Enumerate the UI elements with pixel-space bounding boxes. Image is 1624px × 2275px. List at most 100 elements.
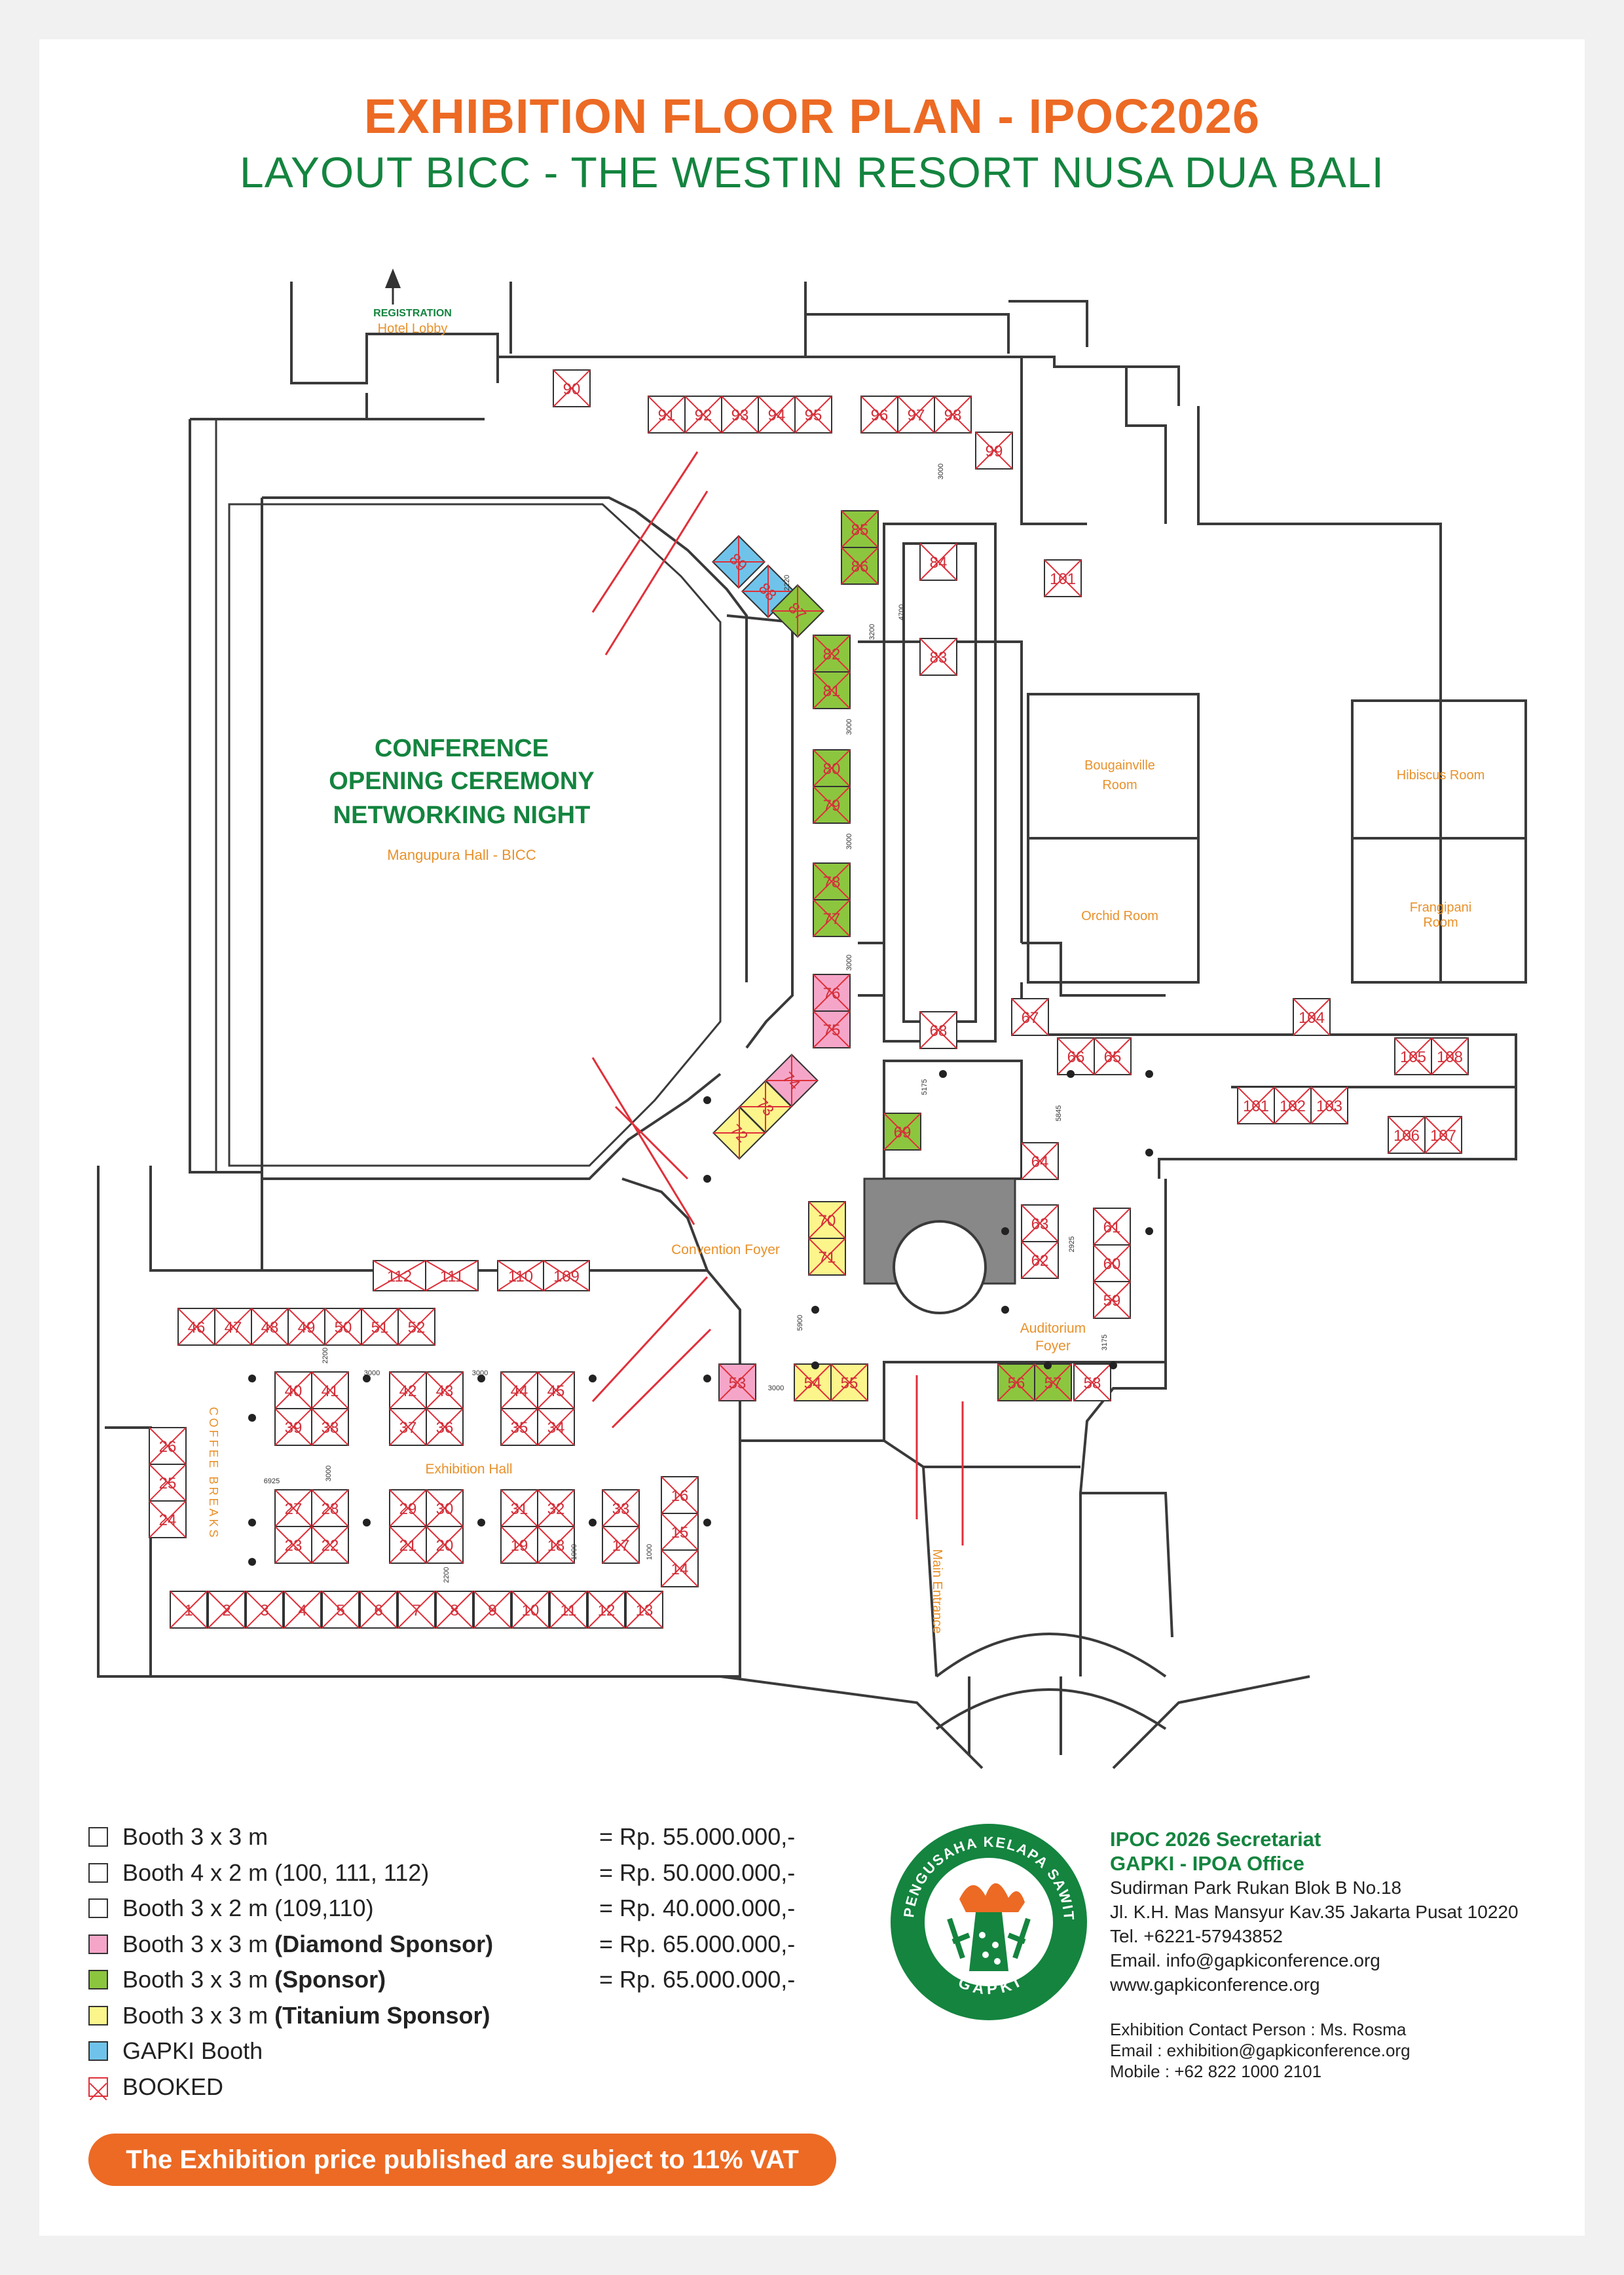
booth-57[interactable]: 57 [1034, 1363, 1072, 1401]
booth-107[interactable]: 107 [1424, 1116, 1462, 1154]
booth-47[interactable]: 47 [214, 1308, 252, 1346]
booth-33[interactable]: 33 [602, 1489, 640, 1527]
booth-62[interactable]: 62 [1021, 1241, 1059, 1279]
booth-73[interactable]: 73 [738, 1079, 793, 1134]
booth-29[interactable]: 29 [389, 1489, 427, 1527]
booth-99[interactable]: 99 [975, 432, 1013, 470]
booth-1[interactable]: 1 [170, 1591, 208, 1629]
booth-90[interactable]: 90 [553, 369, 591, 407]
booth-20[interactable]: 20 [426, 1526, 464, 1564]
booth-41[interactable]: 41 [311, 1371, 349, 1409]
booth-36[interactable]: 36 [426, 1408, 464, 1446]
booth-102[interactable]: 102 [1274, 1086, 1312, 1124]
booth-103[interactable]: 103 [1310, 1086, 1348, 1124]
booth-95[interactable]: 95 [794, 396, 832, 434]
booth-59[interactable]: 59 [1093, 1281, 1131, 1319]
booth-4[interactable]: 4 [284, 1591, 322, 1629]
booth-81[interactable]: 81 [813, 671, 851, 709]
booth-83[interactable]: 83 [919, 638, 957, 676]
booth-89[interactable]: 89 [711, 534, 766, 589]
booth-48[interactable]: 48 [251, 1308, 289, 1346]
booth-24[interactable]: 24 [149, 1500, 187, 1538]
booth-92[interactable]: 92 [684, 396, 722, 434]
booth-98[interactable]: 98 [934, 396, 972, 434]
booth-70[interactable]: 70 [808, 1201, 846, 1239]
booth-37[interactable]: 37 [389, 1408, 427, 1446]
booth-67[interactable]: 67 [1011, 998, 1049, 1036]
booth-96[interactable]: 96 [860, 396, 898, 434]
booth-31[interactable]: 31 [500, 1489, 538, 1527]
booth-54[interactable]: 54 [794, 1363, 832, 1401]
booth-42[interactable]: 42 [389, 1371, 427, 1409]
booth-16[interactable]: 16 [661, 1476, 699, 1514]
booth-76[interactable]: 76 [813, 974, 851, 1012]
booth-19[interactable]: 19 [500, 1526, 538, 1564]
booth-52[interactable]: 52 [397, 1308, 435, 1346]
booth-40[interactable]: 40 [274, 1371, 312, 1409]
booth-25[interactable]: 25 [149, 1464, 187, 1502]
booth-39[interactable]: 39 [274, 1408, 312, 1446]
booth-12[interactable]: 12 [587, 1591, 625, 1629]
booth-11[interactable]: 11 [549, 1591, 587, 1629]
booth-61[interactable]: 61 [1093, 1208, 1131, 1246]
booth-49[interactable]: 49 [287, 1308, 325, 1346]
booth-109[interactable]: 109 [543, 1260, 590, 1291]
booth-10[interactable]: 10 [511, 1591, 549, 1629]
booth-106[interactable]: 106 [1388, 1116, 1426, 1154]
booth-110[interactable]: 110 [497, 1260, 544, 1291]
booth-8[interactable]: 8 [435, 1591, 473, 1629]
booth-21[interactable]: 21 [389, 1526, 427, 1564]
booth-101[interactable]: 101 [1237, 1086, 1275, 1124]
booth-108[interactable]: 108 [1431, 1037, 1469, 1075]
booth-97[interactable]: 97 [897, 396, 935, 434]
booth-93[interactable]: 93 [721, 396, 759, 434]
booth-35[interactable]: 35 [500, 1408, 538, 1446]
booth-14[interactable]: 14 [661, 1549, 699, 1587]
booth-111[interactable]: 111 [425, 1260, 479, 1291]
booth-28[interactable]: 28 [311, 1489, 349, 1527]
booth-46[interactable]: 46 [177, 1308, 215, 1346]
booth-15[interactable]: 15 [661, 1513, 699, 1551]
booth-79[interactable]: 79 [813, 786, 851, 824]
booth-18[interactable]: 18 [537, 1526, 575, 1564]
booth-112[interactable]: 112 [373, 1260, 426, 1291]
booth-87[interactable]: 87 [770, 583, 825, 638]
booth-65[interactable]: 65 [1094, 1037, 1132, 1075]
booth-7[interactable]: 7 [397, 1591, 435, 1629]
booth-64[interactable]: 64 [1021, 1142, 1059, 1180]
booth-22[interactable]: 22 [311, 1526, 349, 1564]
booth-9[interactable]: 9 [473, 1591, 511, 1629]
booth-71[interactable]: 71 [808, 1238, 846, 1276]
booth-5[interactable]: 5 [322, 1591, 360, 1629]
booth-101[interactable]: 101 [1044, 559, 1082, 597]
booth-6[interactable]: 6 [360, 1591, 397, 1629]
booth-23[interactable]: 23 [274, 1526, 312, 1564]
booth-85[interactable]: 85 [841, 510, 879, 548]
booth-34[interactable]: 34 [537, 1408, 575, 1446]
booth-69[interactable]: 69 [883, 1113, 921, 1151]
booth-94[interactable]: 94 [758, 396, 796, 434]
booth-84[interactable]: 84 [919, 543, 957, 581]
booth-72[interactable]: 72 [712, 1105, 767, 1160]
booth-44[interactable]: 44 [500, 1371, 538, 1409]
booth-82[interactable]: 82 [813, 635, 851, 673]
booth-104[interactable]: 104 [1293, 998, 1331, 1036]
booth-50[interactable]: 50 [324, 1308, 362, 1346]
booth-17[interactable]: 17 [602, 1526, 640, 1564]
booth-60[interactable]: 60 [1093, 1244, 1131, 1282]
booth-55[interactable]: 55 [830, 1363, 868, 1401]
booth-32[interactable]: 32 [537, 1489, 575, 1527]
booth-53[interactable]: 53 [718, 1363, 756, 1401]
booth-13[interactable]: 13 [625, 1591, 663, 1629]
booth-86[interactable]: 86 [841, 547, 879, 585]
booth-26[interactable]: 26 [149, 1427, 187, 1465]
booth-68[interactable]: 68 [919, 1011, 957, 1049]
booth-43[interactable]: 43 [426, 1371, 464, 1409]
booth-58[interactable]: 58 [1073, 1363, 1111, 1401]
booth-78[interactable]: 78 [813, 862, 851, 900]
booth-66[interactable]: 66 [1057, 1037, 1095, 1075]
booth-105[interactable]: 105 [1394, 1037, 1432, 1075]
booth-3[interactable]: 3 [246, 1591, 284, 1629]
contact-email[interactable]: Email : exhibition@gapkiconference.org [1110, 2041, 1411, 2060]
booth-30[interactable]: 30 [426, 1489, 464, 1527]
